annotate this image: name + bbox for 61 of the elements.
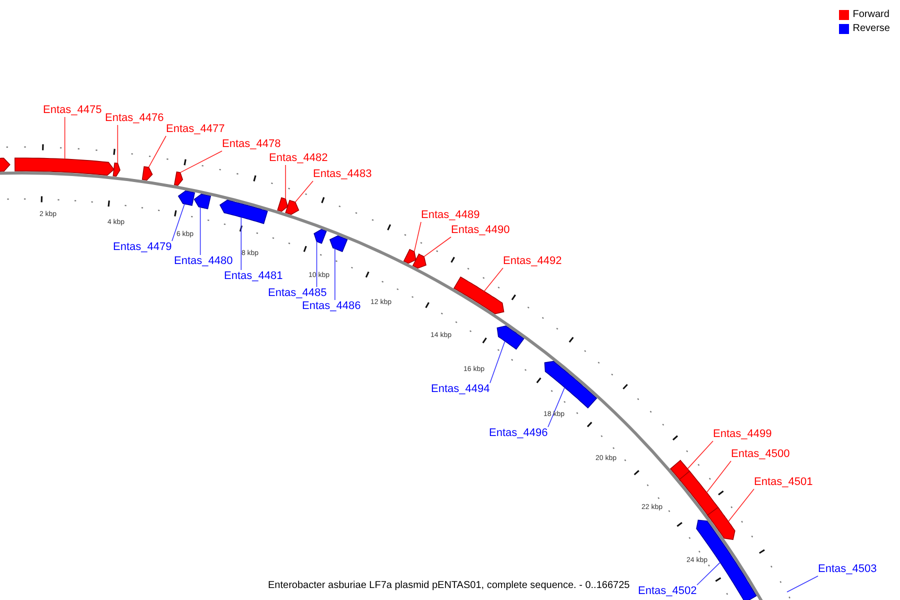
gene-label: Entas_4494	[431, 383, 490, 396]
caption: Enterobacter asburiae LF7a plasmid pENTAS01, complete sequence. - 0..166725	[268, 579, 630, 593]
gene-label: Entas_4490	[451, 224, 510, 237]
gene-label: Entas_4499	[713, 428, 772, 441]
gene-feature	[194, 194, 212, 210]
leader-line	[117, 124, 118, 164]
gene-label: Entas_4476	[105, 112, 164, 125]
gene-label: Entas_4501	[754, 476, 813, 489]
gene-label: Entas_4486	[302, 300, 361, 313]
gene-label: Entas_4485	[268, 287, 327, 300]
gene-label: Entas_4479	[113, 241, 172, 254]
gene-feature	[696, 520, 757, 600]
leader-line	[285, 164, 286, 200]
leader-line	[240, 216, 242, 270]
gene-feature	[0, 158, 10, 172]
gene-label: Entas_4502	[638, 585, 697, 598]
leader-line	[484, 268, 504, 292]
leader-line	[316, 241, 318, 288]
gene-feature	[219, 200, 268, 224]
gene-label: Entas_4492	[503, 255, 562, 268]
leader-line	[180, 150, 222, 173]
leader-line	[786, 576, 818, 592]
gene-feature	[314, 228, 327, 244]
leader-line	[64, 116, 66, 160]
gene-feature	[112, 162, 120, 177]
gene-label: Entas_4496	[489, 427, 548, 440]
legend-text: Forward	[852, 9, 890, 21]
leader-line	[728, 488, 754, 522]
gene-label: Entas_4481	[224, 270, 283, 283]
gene-feature	[453, 276, 504, 314]
gene-feature	[544, 360, 598, 408]
gene-label: Entas_4483	[313, 168, 372, 181]
gene-feature	[412, 253, 426, 269]
leader-line	[294, 180, 314, 203]
gene-label: Entas_4477	[166, 123, 225, 136]
gene-feature	[329, 235, 348, 252]
gene-feature	[14, 158, 114, 176]
leader-line	[548, 387, 566, 428]
gene-feature	[277, 197, 288, 212]
gene-label: Entas_4480	[174, 255, 233, 268]
gene-feature	[174, 172, 184, 186]
gene-feature	[142, 166, 153, 181]
gene-label: Entas_4475	[43, 104, 102, 117]
gene-label: Entas_4478	[222, 138, 281, 151]
gene-label: Entas_4489	[421, 209, 480, 222]
leader-line	[414, 222, 422, 252]
gene-feature	[178, 190, 196, 206]
gene-feature	[496, 325, 524, 350]
leader-line	[200, 206, 201, 256]
leader-line	[424, 236, 452, 258]
gene-feature	[285, 200, 300, 215]
leader-line	[696, 562, 721, 586]
leader-line	[148, 136, 166, 168]
gene-label: Entas_4500	[731, 448, 790, 461]
leader-line	[172, 204, 185, 242]
gene-feature	[403, 248, 416, 264]
leader-line	[334, 248, 336, 300]
gene-label: Entas_4482	[269, 152, 328, 165]
gene-feature	[707, 506, 736, 540]
gene-label: Entas_4503	[818, 563, 877, 576]
legend-text: Reverse	[852, 23, 890, 35]
